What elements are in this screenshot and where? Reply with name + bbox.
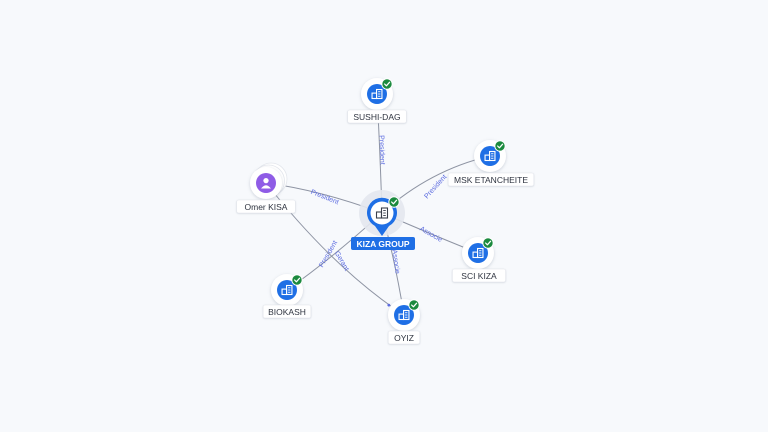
building-icon bbox=[398, 309, 410, 321]
node-msk[interactable]: MSK ETANCHEITE bbox=[447, 140, 535, 187]
edge-label: President bbox=[310, 189, 340, 207]
verified-check-icon bbox=[482, 237, 494, 249]
node-label-bg bbox=[347, 109, 407, 124]
node-sushi[interactable]: SUSHI-DAG bbox=[347, 78, 407, 124]
node-label-bg bbox=[387, 330, 421, 345]
node-oyiz[interactable]: OYIZ bbox=[387, 299, 421, 345]
node-label-bg bbox=[452, 268, 506, 283]
building-icon bbox=[371, 88, 383, 100]
verified-check-icon bbox=[408, 299, 420, 311]
node-label: SCI KIZA bbox=[461, 271, 497, 281]
node-label: OYIZ bbox=[394, 333, 414, 343]
node-kiza[interactable]: KIZA GROUP bbox=[351, 190, 415, 250]
node-label: SUSHI-DAG bbox=[353, 112, 400, 122]
building-icon bbox=[472, 247, 484, 259]
node-label: KIZA GROUP bbox=[356, 239, 409, 249]
edge-arrow bbox=[387, 303, 391, 307]
verified-check-icon bbox=[388, 196, 400, 208]
edge-label: President bbox=[377, 135, 385, 165]
person-icon bbox=[261, 177, 271, 189]
node-label: MSK ETANCHEITE bbox=[454, 175, 528, 185]
center-label-bg bbox=[351, 237, 415, 250]
edge-label: President bbox=[423, 174, 448, 201]
node-label-bg bbox=[262, 304, 312, 319]
node-sci[interactable]: SCI KIZA bbox=[452, 237, 506, 283]
building-icon bbox=[281, 284, 293, 296]
node-label: BIOKASH bbox=[268, 307, 306, 317]
building-icon bbox=[484, 150, 496, 162]
node-label-bg bbox=[236, 199, 296, 214]
node-omer[interactable]: Omer KISA bbox=[236, 162, 296, 214]
building-icon bbox=[375, 207, 389, 219]
edge-label: Gerant bbox=[333, 250, 350, 272]
verified-check-icon bbox=[494, 140, 506, 152]
verified-check-icon bbox=[291, 274, 303, 286]
verified-check-icon bbox=[381, 78, 393, 90]
edge-label: Associe bbox=[390, 249, 400, 274]
node-label-bg bbox=[447, 172, 535, 187]
node-biokash[interactable]: BIOKASH bbox=[262, 274, 312, 319]
edge-label: Associe bbox=[418, 226, 443, 244]
node-label: Omer KISA bbox=[245, 202, 288, 212]
